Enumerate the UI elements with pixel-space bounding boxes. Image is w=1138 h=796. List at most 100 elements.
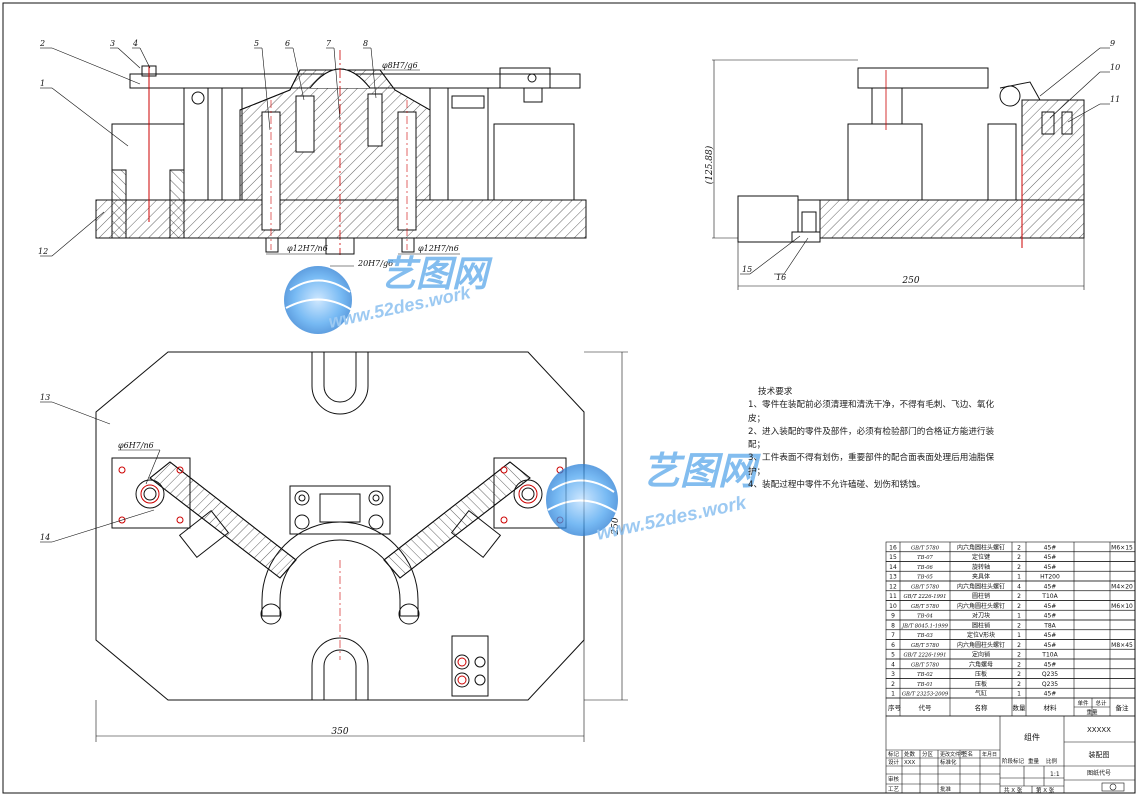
bom-cell-name: 定向销	[972, 651, 990, 659]
balloon-8: 8	[363, 39, 368, 48]
dim-fit-12b: φ12H7/n6	[418, 244, 459, 253]
dim-fit-20: 20H7/g6	[357, 259, 393, 268]
bom-cell-qty: 2	[1017, 661, 1021, 668]
front-section-view	[95, 50, 587, 255]
bom-cell-material: T10A	[1041, 652, 1058, 659]
tb-part-type: 组件	[1024, 732, 1040, 742]
bom-cell-name: 内六角圆柱头螺钉	[957, 582, 1005, 590]
dim-plan-height: 250	[611, 517, 621, 535]
bom-cell-no: 13	[889, 574, 897, 581]
bom-h-no: 序号	[888, 703, 902, 712]
tb-designer: XXX	[904, 760, 916, 766]
bom-cell-qty: 2	[1017, 681, 1021, 688]
tb-stage: 阶段标记	[1002, 757, 1025, 765]
bom-cell-name: 六角螺母	[969, 660, 993, 668]
bom-cell-no: 2	[891, 681, 895, 688]
bom-h-weight: 重量	[1086, 708, 1098, 716]
bom-cell-remark: M8×45	[1111, 642, 1133, 649]
bom-cell-no: 12	[889, 583, 897, 590]
dim-plan-width: 350	[331, 727, 348, 737]
bom-cell-no: 5	[891, 652, 895, 659]
bom-cell-material: 45#	[1044, 632, 1057, 639]
balloon-12: 12	[38, 247, 48, 256]
bom-cell-no: 16	[889, 544, 897, 551]
bom-cell-remark: M4×20	[1111, 583, 1133, 590]
bom-cell-code: TB-05	[917, 575, 933, 581]
bom-cell-no: 15	[889, 554, 897, 561]
bom-cell-material: T10A	[1041, 593, 1058, 600]
bom-cell-material: 45#	[1044, 554, 1057, 561]
watermark-2: 艺图网 www.52des.work	[546, 451, 761, 545]
bom-cell-qty: 2	[1017, 603, 1021, 610]
notes-item-4: 4、装配过程中零件不允许磕碰、划伤和锈蚀。	[748, 480, 926, 491]
bom-cell-material: 45#	[1044, 661, 1057, 668]
tb-drawing-name: 装配图	[1089, 750, 1110, 759]
balloon-15: 15	[742, 265, 752, 274]
watermark-brand-2: 艺图网	[642, 451, 761, 493]
bom-cell-no: 3	[891, 671, 895, 678]
bom-h-material: 材料	[1044, 703, 1058, 712]
bom-cell-code: GB/T 5780	[911, 545, 940, 551]
tb-approve: 批准	[940, 785, 952, 793]
bom-cell-qty: 2	[1017, 544, 1021, 551]
bom-cell-qty: 2	[1017, 564, 1021, 571]
bom-cell-name: 圆柱销	[972, 592, 990, 600]
tb-drawing-code: 图纸代号	[1087, 769, 1111, 777]
bom-cell-qty: 2	[1017, 652, 1021, 659]
bom-cell-remark: M6×10	[1111, 603, 1133, 610]
bom-cell-material: 45#	[1044, 564, 1057, 571]
bom-cell-no: 9	[891, 613, 895, 620]
balloon-10: 10	[1110, 63, 1120, 72]
dim-fit-top: φ8H7/g6	[382, 61, 418, 70]
bom-cell-no: 1	[891, 691, 895, 698]
tb-date: 年月日	[982, 751, 997, 758]
bom-cell-qty: 2	[1017, 671, 1021, 678]
bom-cell-no: 11	[889, 593, 897, 600]
bom-cell-code: TB-06	[917, 565, 933, 571]
bom-cell-no: 10	[889, 603, 897, 610]
bom-cell-name: 气缸	[975, 690, 987, 698]
balloon-9: 9	[1110, 39, 1115, 48]
bom-cell-code: TB-01	[917, 682, 933, 688]
bom-cell-code: GB/T 5780	[911, 584, 940, 590]
bom-cell-no: 6	[891, 642, 895, 649]
bom-cell-name: 夹具体	[972, 573, 990, 581]
tb-check: 审核	[888, 775, 900, 783]
bom-cell-qty: 1	[1017, 632, 1021, 639]
tb-sheet-no: 第 X 张	[1036, 786, 1055, 794]
dim-fit-12: φ12H7/n6	[287, 244, 328, 253]
bom-cell-code: GB/T 2226-1991	[904, 653, 947, 659]
bom-cell-code: TB-04	[917, 614, 933, 620]
bom-h-code: 代号	[919, 703, 933, 712]
bom-cell-name: 压板	[975, 670, 987, 678]
balloon-16: 16	[776, 273, 786, 282]
bom-cell-qty: 2	[1017, 554, 1021, 561]
balloon-6: 6	[285, 39, 290, 48]
bom-cell-name: 旋转轴	[972, 563, 990, 571]
tb-process: 工艺	[888, 786, 900, 793]
bom-cell-material: 45#	[1044, 691, 1057, 698]
tb-standard: 标准化	[940, 758, 957, 766]
balloon-11: 11	[1110, 95, 1120, 104]
balloon-7: 7	[326, 39, 332, 48]
bom-cell-material: 45#	[1044, 603, 1057, 610]
bom-cell-name: 内六角圆柱头螺钉	[957, 641, 1005, 649]
bom-h-name: 名称	[975, 703, 989, 712]
bom-cell-name: 内六角圆柱头螺钉	[957, 602, 1005, 610]
dim-fit-6: φ6H7/n6	[118, 441, 154, 450]
notes-title: 技术要求	[758, 387, 793, 397]
bom-h-total-w: 总计	[1095, 699, 1107, 707]
bom-cell-name: 压板	[975, 680, 987, 688]
balloon-1: 1	[40, 79, 45, 88]
bom-cell-code: JB/T 8045.1-1999	[901, 623, 949, 629]
bom-cell-name: 对刀块	[972, 612, 990, 620]
bom-cell-qty: 2	[1017, 622, 1021, 629]
bom-cell-code: GB/T 23253-2009	[902, 692, 949, 698]
tb-sign: 签名	[962, 750, 973, 758]
tb-drawing-no: XXXXX	[1087, 726, 1111, 734]
tb-design: 设计	[888, 758, 900, 766]
bom-cell-material: Q235	[1042, 671, 1058, 678]
